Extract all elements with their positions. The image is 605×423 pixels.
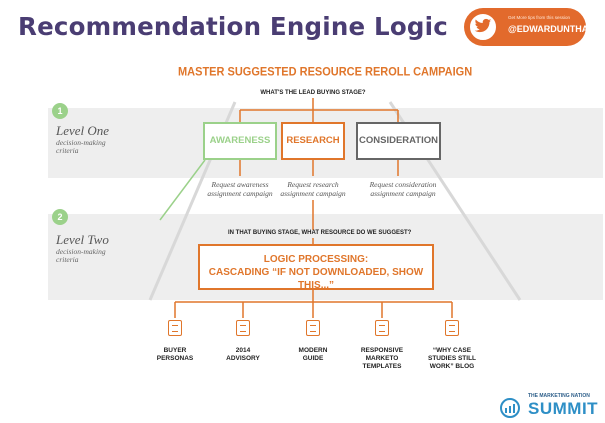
request-research-line2: assignment campaign bbox=[280, 189, 346, 198]
twitter-circle bbox=[468, 12, 498, 42]
case-studies-blog-document-icon bbox=[445, 320, 459, 336]
level-one-label: Level One decision-making criteria bbox=[56, 123, 109, 155]
resource-4-line2: MARKETO bbox=[365, 355, 399, 362]
request-research: Request research assignment campaign bbox=[258, 180, 368, 198]
resource-modern-guide: MODERN GUIDE bbox=[278, 347, 348, 363]
resource-4-line3: TEMPLATES bbox=[362, 363, 402, 370]
stage-awareness: AWARENESS bbox=[203, 122, 277, 160]
resource-case-studies-blog: “WHY CASE STUDIES STILL WORK” BLOG bbox=[417, 347, 487, 371]
summit-chart-icon bbox=[505, 404, 515, 413]
stage-research: RESEARCH bbox=[281, 122, 345, 160]
resource-2-line2: ADVISORY bbox=[226, 355, 260, 362]
resource-3-line2: GUIDE bbox=[302, 355, 324, 362]
slide-title: Recommendation Engine Logic bbox=[18, 12, 448, 41]
level-one-subtitle-2: criteria bbox=[56, 146, 79, 155]
logic-title: LOGIC PROCESSING: bbox=[263, 254, 369, 265]
buyer-personas-document-icon bbox=[168, 320, 182, 336]
resource-responsive-templates: RESPONSIVE MARKETO TEMPLATES bbox=[347, 347, 417, 371]
level-two-subtitle-2: criteria bbox=[56, 255, 79, 264]
level-two-title: Level Two bbox=[56, 232, 109, 247]
level-two-number: 2 bbox=[52, 209, 68, 225]
resource-1-line2: PERSONAS bbox=[156, 355, 194, 362]
resource-2014-advisory: 2014 ADVISORY bbox=[208, 347, 278, 363]
level-one-subtitle-1: decision-making bbox=[56, 138, 106, 147]
level-one-number: 1 bbox=[52, 103, 68, 119]
logic-processing-box: LOGIC PROCESSING: CASCADING “IF NOT DOWN… bbox=[198, 244, 434, 291]
request-consideration: Request consideration assignment campaig… bbox=[343, 180, 463, 198]
resource-1-line1: BUYER bbox=[163, 347, 187, 354]
logic-rule: CASCADING “IF NOT DOWNLOADED, SHOW THIS.… bbox=[208, 267, 424, 291]
resource-3-line1: MODERN bbox=[298, 347, 328, 354]
advisory-document-icon bbox=[236, 320, 250, 336]
request-awareness: Request awareness assignment campaign bbox=[185, 180, 295, 198]
twitter-handle[interactable]: @EDWARDUNTHANK bbox=[508, 24, 602, 34]
request-consideration-line1: Request consideration bbox=[369, 180, 437, 189]
request-consideration-line2: assignment campaign bbox=[370, 189, 436, 198]
stage-consideration: CONSIDERATION bbox=[356, 122, 441, 160]
resource-5-line3: WORK” BLOG bbox=[429, 363, 475, 370]
level-two-question: IN THAT BUYING STAGE, WHAT RESOURCE DO W… bbox=[228, 230, 412, 236]
responsive-templates-document-icon bbox=[375, 320, 389, 336]
resource-4-line1: RESPONSIVE bbox=[360, 347, 404, 354]
diagram-heading: MASTER SUGGESTED RESOURCE REROLL CAMPAIG… bbox=[178, 65, 473, 79]
resource-buyer-personas: BUYER PERSONAS bbox=[140, 347, 210, 363]
twitter-bird-icon bbox=[474, 18, 492, 33]
level-two-subtitle-1: decision-making bbox=[56, 247, 106, 256]
resource-2-line1: 2014 bbox=[235, 347, 251, 354]
level-one-title: Level One bbox=[56, 123, 110, 138]
level-one-question: WHAT'S THE LEAD BUYING STAGE? bbox=[260, 90, 366, 96]
resource-5-line1: “WHY CASE bbox=[432, 347, 472, 354]
request-awareness-line1: Request awareness bbox=[211, 180, 269, 189]
summit-wordmark: SUMMIT bbox=[528, 399, 599, 418]
summit-logo-icon bbox=[500, 398, 520, 418]
modern-guide-document-icon bbox=[306, 320, 320, 336]
request-awareness-line2: assignment campaign bbox=[207, 189, 273, 198]
summit-tagline: THE MARKETING NATION bbox=[528, 393, 590, 399]
level-two-label: Level Two decision-making criteria bbox=[56, 232, 109, 264]
twitter-caption: Get More tips from this session bbox=[508, 15, 571, 20]
request-research-line1: Request research bbox=[287, 180, 339, 189]
resource-5-line2: STUDIES STILL bbox=[427, 355, 477, 362]
